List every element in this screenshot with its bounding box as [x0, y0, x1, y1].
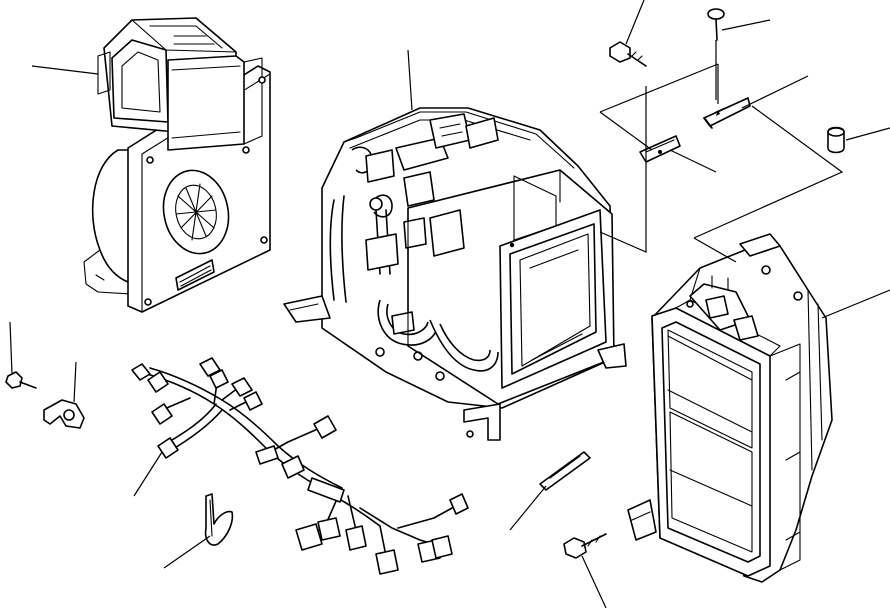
spacer — [827, 126, 845, 154]
bolt — [609, 41, 647, 67]
filter-cover-unit — [627, 233, 833, 583]
blower-unit — [83, 17, 271, 313]
callout-leaders — [9, 0, 890, 608]
cable-tie — [204, 493, 234, 546]
heater-evaporator-unit — [283, 107, 627, 441]
clamp — [43, 399, 85, 429]
wiring-harness — [131, 357, 469, 575]
screw — [707, 8, 725, 41]
bolt — [5, 371, 37, 389]
thermistor-sensor — [539, 451, 591, 491]
bolt — [563, 533, 607, 559]
bracket — [639, 97, 751, 163]
